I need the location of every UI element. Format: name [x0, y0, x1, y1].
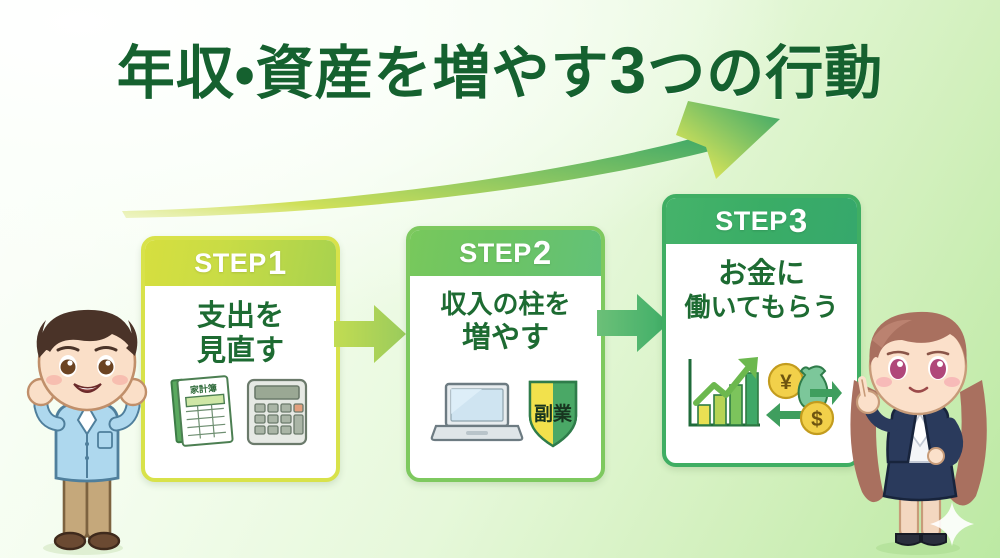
step-3-body: お金に 働いてもらう [673, 244, 850, 456]
step-2-caption: 収入の柱を 増やす [440, 289, 570, 356]
businesswoman-pointing [850, 311, 987, 555]
step-3-caption-line2: 働いてもらう [684, 292, 839, 323]
step-2-caption-line2: 増やす [461, 321, 549, 354]
step-1-header-label: STEP [194, 247, 267, 278]
budget-book-label: 家計簿 [189, 382, 217, 395]
step-2-number: 2 [532, 234, 552, 271]
side-job-badge-icon: 副業 [528, 380, 577, 448]
yen-symbol: ¥ [780, 371, 792, 394]
step-1-illustration: 家計簿 [166, 372, 316, 457]
side-job-badge-label: 副業 [533, 402, 572, 425]
title-prefix: 年収・資産を増やす [116, 41, 610, 106]
step-2-header-label: STEP [459, 237, 532, 268]
laptop-icon [430, 382, 523, 442]
sparkle-icon [930, 502, 974, 546]
step-3-illustration: ¥ $ [682, 355, 842, 442]
step-3-caption: お金に 働いてもらう [685, 257, 839, 324]
boy-cheering [26, 309, 148, 555]
arrow-step1-to-step2 [334, 305, 406, 363]
dollar-symbol: $ [811, 408, 823, 431]
calculator-icon [246, 378, 307, 446]
step-3-header-label: STEP [715, 205, 788, 236]
money-exchange-icon: ¥ $ [765, 362, 842, 436]
title-number: 3 [609, 33, 648, 107]
arrow-step2-to-step3 [597, 294, 669, 352]
step-1-number: 1 [267, 244, 287, 281]
rising-growth-arrow [122, 101, 780, 218]
step-1-caption: 支出を 見直す [197, 299, 284, 370]
title-suffix: つの行動 [647, 41, 884, 106]
household-budget-book-icon: 家計簿 [169, 375, 234, 447]
step-1-caption-line2: 見直す [196, 335, 284, 368]
step-2-illustration: 副業 [430, 374, 582, 457]
step-2-body: 収入の柱を 増やす [417, 276, 594, 471]
step-3-number: 3 [788, 202, 808, 239]
step-2-caption-line1: 収入の柱を [440, 289, 571, 319]
growth-bar-chart-icon [688, 357, 760, 427]
page-title: 年収・資産を増やす3つの行動 [0, 33, 1000, 107]
step-1-caption-line1: 支出を [196, 300, 284, 332]
step-3-caption-line1: お金に [717, 258, 805, 290]
step-1-body: 支出を 見直す 家計簿 [152, 286, 329, 471]
